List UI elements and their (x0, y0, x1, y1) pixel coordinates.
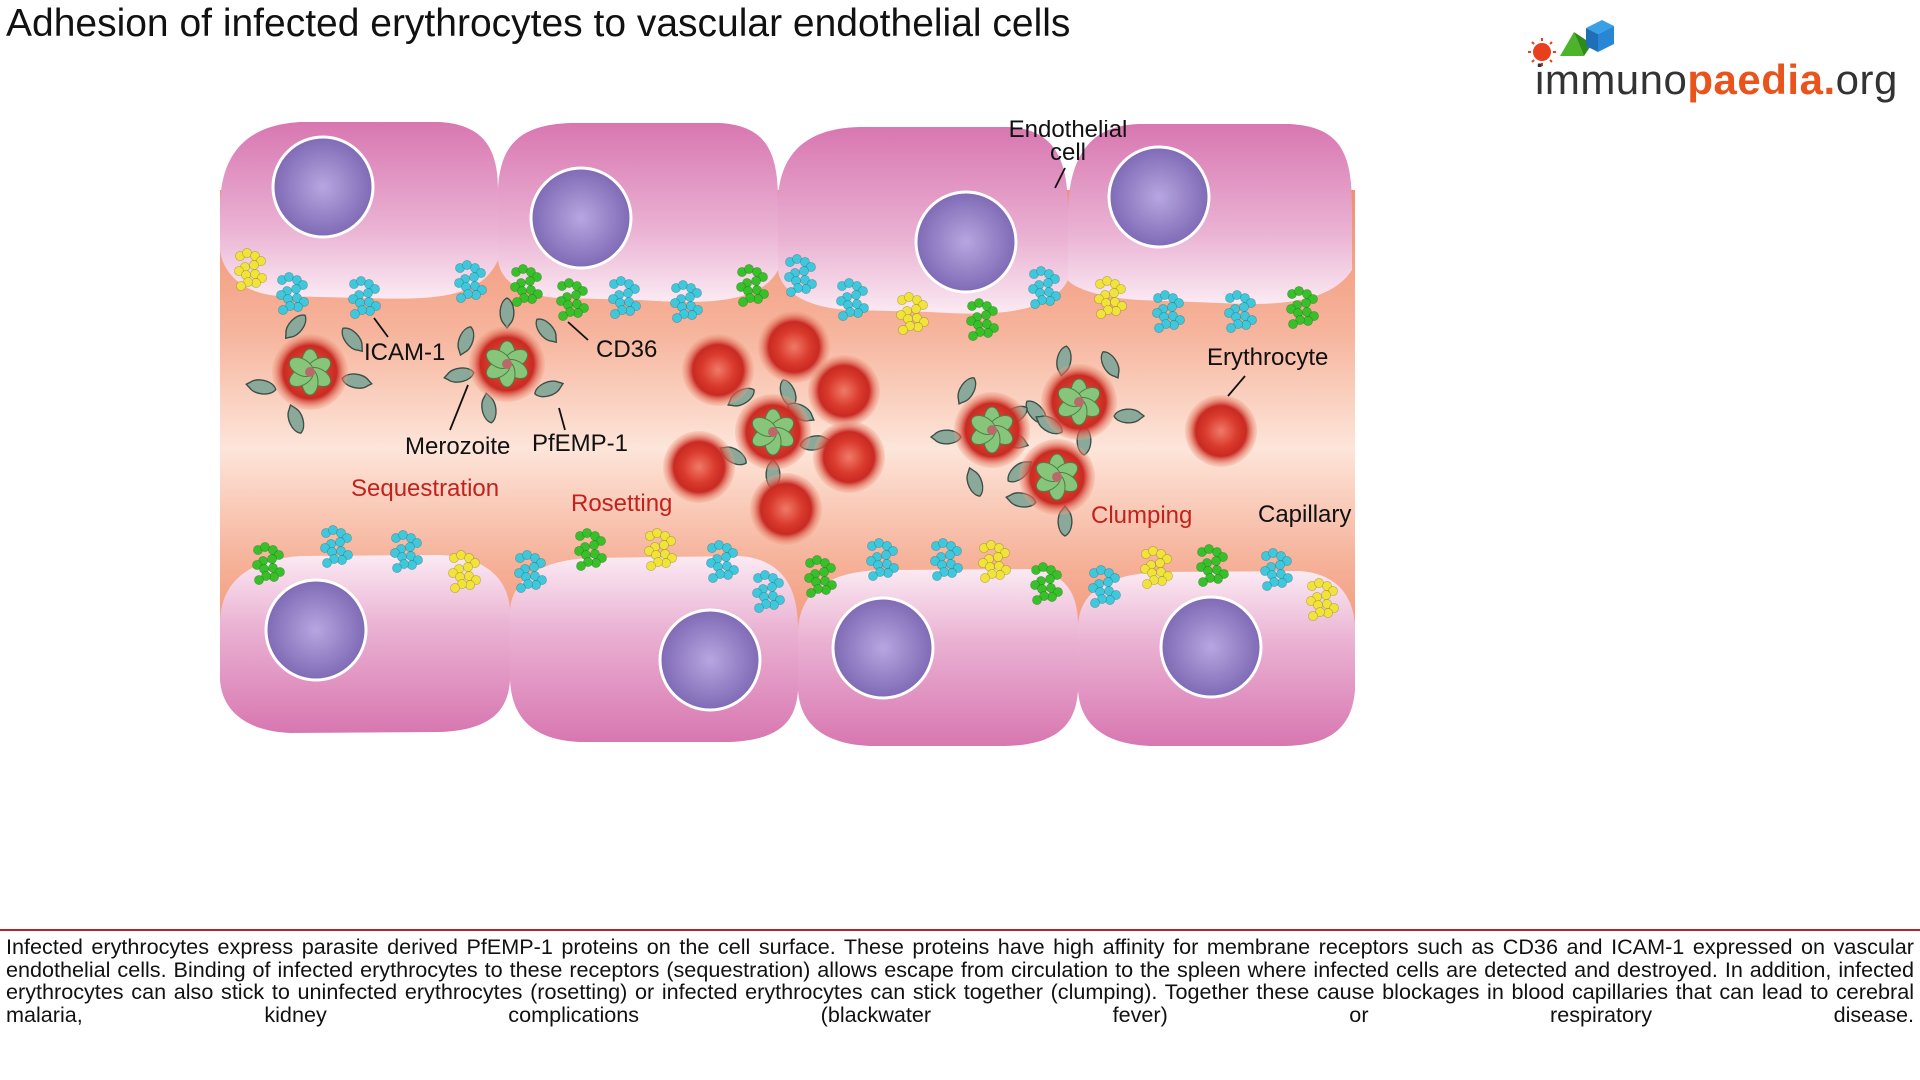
uninfected-erythrocyte (682, 334, 754, 406)
parasite-cluster (751, 408, 795, 456)
endothelial-receptor (644, 528, 677, 571)
label-pfemp1: PfEMP-1 (532, 430, 628, 457)
icam1-receptor (670, 280, 703, 323)
icam1-receptor (836, 278, 869, 321)
label-sequestration: Sequestration (351, 475, 499, 502)
label-erythrocyte: Erythrocyte (1207, 344, 1328, 371)
cd36-receptor (966, 298, 999, 341)
cd36-receptor (574, 528, 607, 571)
label-endothelial-cell: Endothelial (1009, 120, 1128, 143)
merozoite (245, 379, 277, 395)
cd36-receptor (556, 278, 589, 321)
uninfected-erythrocyte (758, 311, 830, 383)
merozoite (341, 373, 373, 389)
icam1-receptor (454, 260, 487, 303)
uninfected-erythrocyte (1185, 395, 1257, 467)
parasite-cluster (288, 348, 332, 396)
label-cd36: CD36 (596, 336, 657, 363)
parasite-cluster (1035, 453, 1079, 501)
merozoite (287, 403, 305, 434)
capillary-diagram: Endothelial cell ICAM-1 CD36 Merozoite P… (219, 120, 1355, 746)
parasite-cluster (970, 406, 1014, 454)
icam1-receptor (514, 550, 547, 593)
nuclei (264, 135, 1263, 712)
divider (0, 929, 1920, 931)
uninfected-erythrocyte (750, 473, 822, 545)
merozoite (1113, 408, 1146, 424)
parasite-cluster (485, 340, 529, 388)
cd36-receptor (736, 264, 769, 307)
logo-text-paedia: paedia. (1687, 56, 1836, 103)
label-rosetting: Rosetting (571, 490, 672, 517)
label-endothelial-cell-2: cell (1050, 139, 1086, 166)
endothelial-receptor (896, 292, 929, 335)
icam1-receptor (1028, 266, 1061, 309)
pointer-lines (373, 167, 1246, 431)
logo-text-org: org (1835, 56, 1898, 103)
label-merozoite: Merozoite (405, 433, 510, 460)
icam1-receptor (1224, 290, 1257, 333)
merozoite (929, 429, 962, 445)
icam1-receptor (866, 538, 899, 581)
endothelial-receptor (1140, 546, 1173, 589)
merozoite (341, 327, 364, 353)
merozoite (1100, 351, 1120, 379)
endothelial-receptor (978, 540, 1011, 583)
icam1-receptor (348, 276, 381, 319)
merozoite (966, 466, 984, 497)
merozoite (457, 326, 475, 357)
merozoite (957, 377, 977, 405)
icam1-receptor (1088, 565, 1121, 608)
logo-text-immuno: immuno (1535, 56, 1688, 103)
icam1-receptor (320, 525, 353, 568)
parasites (288, 340, 1101, 501)
endothelial-receptor (1094, 276, 1127, 319)
logo-cubes-icon (1528, 20, 1614, 66)
icam1-receptor (276, 272, 309, 315)
icam1-receptor (706, 540, 739, 583)
cd36-receptor (1196, 544, 1229, 587)
parasite-cluster (1057, 378, 1101, 426)
label-icam1: ICAM-1 (364, 339, 445, 366)
icam1-receptor (930, 538, 963, 581)
merozoite (534, 380, 565, 398)
icam1-receptor (752, 570, 785, 613)
icam1-receptor (784, 254, 817, 297)
merozoite (443, 367, 475, 383)
description-text: Infected erythrocytes express parasite d… (6, 934, 1914, 1028)
cd36-receptor (804, 555, 837, 598)
cd36-receptor (252, 542, 285, 585)
uninfected-erythrocyte (663, 431, 735, 503)
label-capillary: Capillary (1258, 501, 1351, 528)
uninfected-erythrocyte (813, 421, 885, 493)
icam1-receptor (1152, 290, 1185, 333)
merozoite (535, 318, 558, 344)
cd36-receptor (510, 264, 543, 307)
endothelial-receptor (234, 248, 267, 291)
page-title: Adhesion of infected erythrocytes to vas… (6, 2, 1071, 45)
icam1-receptor (608, 276, 641, 319)
erythrocytes (272, 311, 1257, 545)
immunopaedia-logo: immunopaedia.org (1512, 8, 1912, 104)
endothelial-receptors (234, 248, 1339, 621)
endothelial-receptor (1306, 578, 1339, 621)
uninfected-erythrocyte (808, 355, 880, 427)
cd36-receptor (1286, 286, 1319, 329)
merozoite (284, 314, 307, 340)
cd36-receptor (1030, 562, 1063, 605)
label-clumping: Clumping (1091, 502, 1192, 529)
endothelial-receptor (448, 550, 481, 593)
icam1-receptor (1260, 548, 1293, 591)
icam1-receptor (390, 530, 423, 573)
